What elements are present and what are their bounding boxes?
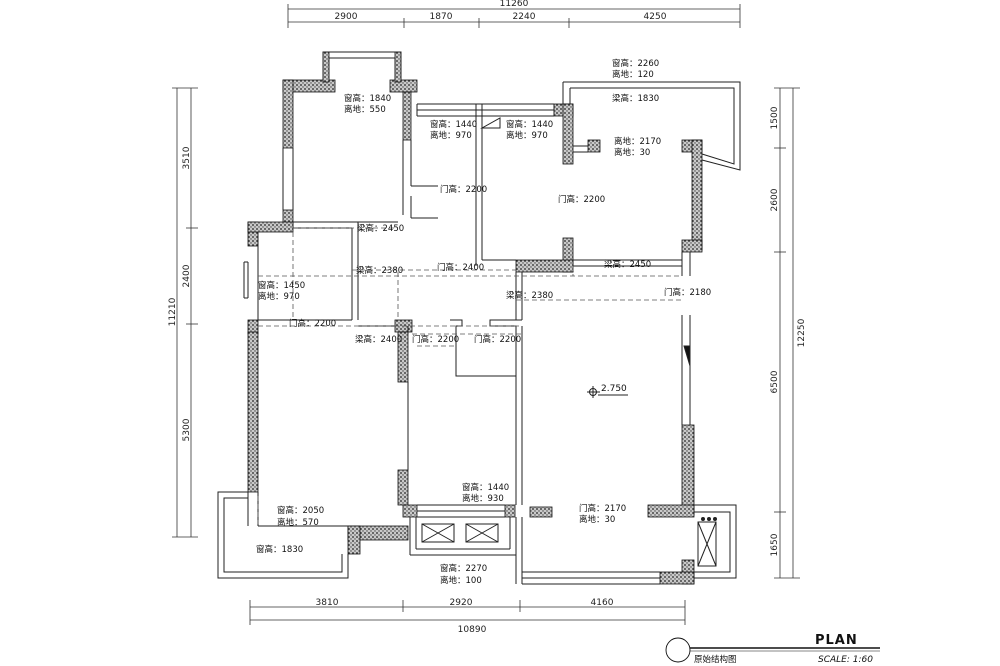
label-door-2200-a: 门高：2200 <box>440 184 487 195</box>
dim-bottom-total: 10890 <box>458 625 487 635</box>
label-door-2200-e: 门高：2200 <box>474 334 521 345</box>
plan-caption: 原始结构图 <box>694 654 737 665</box>
dim-right-total: 12250 <box>797 318 807 347</box>
dimension-lines <box>172 4 800 625</box>
label-window-1440-b: 窗高：1440 <box>506 119 553 130</box>
label-window-2050: 窗高：2050 <box>277 505 324 516</box>
plan-scale: SCALE: 1:60 <box>818 655 873 665</box>
dim-right-4: 1650 <box>770 533 780 556</box>
label-sill-100: 离地：100 <box>440 575 482 586</box>
label-beam-2380-b: 梁高：2380 <box>506 290 553 301</box>
label-door-2200-b: 门高：2200 <box>558 194 605 205</box>
label-window-1450: 窗高：1450 <box>258 280 305 291</box>
label-sill-2170-top: 离地：2170 <box>614 136 661 147</box>
annotation-labels: 窗高：1840 离地：550 窗高：1440 离地：970 窗高：1440 离地… <box>256 58 711 586</box>
label-sill-970-c: 离地：970 <box>258 291 300 302</box>
label-elevation: 2.750 <box>601 384 627 394</box>
label-window-1830: 窗高：1830 <box>256 544 303 555</box>
label-door-2200-c: 门高：2200 <box>289 318 336 329</box>
label-sill-30-bottom: 离地：30 <box>579 514 615 525</box>
dim-right-2: 2600 <box>770 188 780 211</box>
label-door-2400-a: 门高：2400 <box>437 262 484 273</box>
dim-bottom-2: 2920 <box>450 598 473 608</box>
structural-walls <box>247 51 703 585</box>
dim-left-3: 5300 <box>182 418 192 441</box>
dim-top-1: 2900 <box>335 12 358 22</box>
label-beam-2450-b: 梁高：2450 <box>604 259 651 270</box>
dim-top-total: 11260 <box>500 0 529 9</box>
label-sill-120: 离地：120 <box>612 69 654 80</box>
title-circle <box>665 637 691 663</box>
plan-title: PLAN <box>815 633 858 648</box>
label-sill-30-top: 离地：30 <box>614 147 650 158</box>
dim-top-2: 1870 <box>430 12 453 22</box>
label-sill-930: 离地：930 <box>462 493 504 504</box>
wall-lines <box>217 51 741 585</box>
label-window-2260: 窗高：2260 <box>612 58 659 69</box>
label-window-1440-c: 窗高：1440 <box>462 482 509 493</box>
label-beam-2450-a: 梁高：2450 <box>357 223 404 234</box>
label-sill-970-b: 离地：970 <box>506 130 548 141</box>
label-beam-2400: 梁高：2400 <box>355 334 402 345</box>
label-door-2200-d: 门高：2200 <box>412 334 459 345</box>
label-window-1440-a: 窗高：1440 <box>430 119 477 130</box>
label-beam-1830-top: 梁高：1830 <box>612 93 659 104</box>
title-block: PLAN 原始结构图 SCALE: 1:60 <box>665 633 880 665</box>
dim-left-total: 11210 <box>168 297 178 326</box>
beam-lines <box>257 227 682 524</box>
label-sill-970-a: 离地：970 <box>430 130 472 141</box>
dim-left-1: 3510 <box>182 146 192 169</box>
label-sill-570: 离地：570 <box>277 517 319 528</box>
label-door-2180: 门高：2180 <box>664 287 711 298</box>
label-door-2170-bottom: 门高：2170 <box>579 503 626 514</box>
label-window-2270: 窗高：2270 <box>440 563 487 574</box>
dim-right-3: 6500 <box>770 370 780 393</box>
dim-bottom-1: 3810 <box>316 598 339 608</box>
dim-left-2: 2400 <box>182 264 192 287</box>
dim-top-3: 2240 <box>513 12 536 22</box>
label-beam-2380-a: 梁高：2380 <box>356 265 403 276</box>
label-window-1840: 窗高：1840 <box>344 93 391 104</box>
dim-right-1: 1500 <box>770 106 780 129</box>
dim-bottom-3: 4160 <box>591 598 614 608</box>
dim-top-4: 4250 <box>644 12 667 22</box>
label-sill-550: 离地：550 <box>344 104 386 115</box>
